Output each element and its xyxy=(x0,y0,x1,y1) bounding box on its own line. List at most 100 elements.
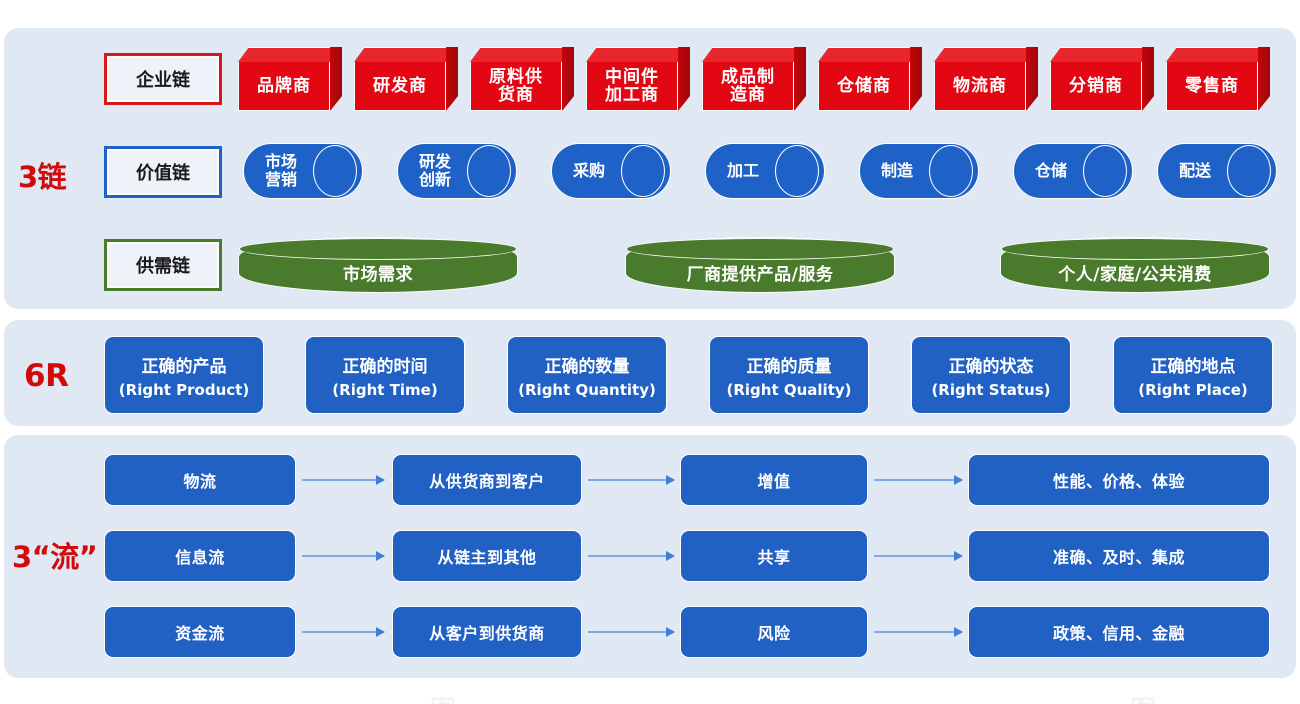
box-side-face xyxy=(1026,47,1038,111)
enterprise-node-6[interactable]: 物流商 xyxy=(934,47,1038,111)
cylinder-cap xyxy=(1083,145,1127,197)
r-card-3[interactable]: 正确的质量 (Right Quality) xyxy=(709,336,869,414)
box-front-face: 零售商 xyxy=(1166,62,1258,111)
r-card-4[interactable]: 正确的状态 (Right Status) xyxy=(911,336,1071,414)
flow-1-stage-1[interactable]: 从链主到其他 xyxy=(392,530,582,582)
r-card-cn: 正确的数量 xyxy=(544,356,630,377)
flow-2-stage-2[interactable]: 风险 xyxy=(680,606,868,658)
enterprise-node-4[interactable]: 成品制 造商 xyxy=(702,47,806,111)
value-node-6[interactable]: 配送 xyxy=(1157,143,1277,199)
flow-0-stage-2[interactable]: 增值 xyxy=(680,454,868,506)
box-front-face: 物流商 xyxy=(934,62,1026,111)
r-card-2[interactable]: 正确的数量 (Right Quantity) xyxy=(507,336,667,414)
node-label: 研发商 xyxy=(373,75,427,96)
value-node-1[interactable]: 研发 创新 xyxy=(397,143,517,199)
box-front-face: 研发商 xyxy=(354,62,446,111)
flow-0-arrow-1 xyxy=(588,475,675,485)
box-front-face: 原料供 货商 xyxy=(470,62,562,111)
disk-top-ellipse xyxy=(626,238,894,260)
group-label-6r: 6R xyxy=(24,358,69,394)
enterprise-node-3[interactable]: 中间件 加工商 xyxy=(586,47,690,111)
flow-2-stage-3[interactable]: 政策、信用、金融 xyxy=(968,606,1270,658)
cylinder-cap xyxy=(621,145,665,197)
chain-name-supply-demand[interactable]: 供需链 xyxy=(104,239,222,291)
box-side-face xyxy=(794,47,806,111)
box-side-face xyxy=(1142,47,1154,111)
node-label-2: 加工商 xyxy=(605,85,659,105)
r-card-0[interactable]: 正确的产品 (Right Product) xyxy=(104,336,264,414)
box-top-face xyxy=(1050,47,1154,62)
disk-top-ellipse xyxy=(239,238,517,260)
flow-0-arrow-0 xyxy=(302,475,385,485)
box-side-face xyxy=(910,47,922,111)
r-card-5[interactable]: 正确的地点 (Right Place) xyxy=(1113,336,1273,414)
flow-1-arrow-0 xyxy=(302,551,385,561)
enterprise-node-2[interactable]: 原料供 货商 xyxy=(470,47,574,111)
flow-1-stage-3[interactable]: 准确、及时、集成 xyxy=(968,530,1270,582)
supply-node-0[interactable]: 市场需求 xyxy=(238,237,518,293)
box-front-face: 成品制 造商 xyxy=(702,62,794,111)
enterprise-node-8[interactable]: 零售商 xyxy=(1166,47,1270,111)
watermark: 图 xyxy=(1130,690,1156,704)
flow-2-stage-0[interactable]: 资金流 xyxy=(104,606,296,658)
cylinder-cap xyxy=(1227,145,1271,197)
node-label: 仓储 xyxy=(1034,161,1067,181)
node-label: 品牌商 xyxy=(257,75,311,96)
cylinder-cap xyxy=(775,145,819,197)
supply-node-2[interactable]: 个人/家庭/公共消费 xyxy=(1000,237,1270,293)
chain-name-value[interactable]: 价值链 xyxy=(104,146,222,198)
node-label-group: 配送 xyxy=(1163,143,1227,199)
node-label: 研发 xyxy=(418,152,451,172)
node-label: 市场 xyxy=(264,152,297,172)
node-label: 个人/家庭/公共消费 xyxy=(1058,264,1212,285)
node-label: 物流商 xyxy=(953,75,1007,96)
value-node-4[interactable]: 制造 xyxy=(859,143,979,199)
r-card-en: (Right Time) xyxy=(332,380,438,399)
flow-0-stage-3[interactable]: 性能、价格、体验 xyxy=(968,454,1270,506)
box-top-face xyxy=(470,47,574,62)
box-front-face: 仓储商 xyxy=(818,62,910,111)
flow-1-arrow-1 xyxy=(588,551,675,561)
supply-node-1[interactable]: 厂商提供产品/服务 xyxy=(625,237,895,293)
value-node-5[interactable]: 仓储 xyxy=(1013,143,1133,199)
node-label: 中间件 xyxy=(605,66,659,87)
enterprise-node-7[interactable]: 分销商 xyxy=(1050,47,1154,111)
box-front-face: 分销商 xyxy=(1050,62,1142,111)
flow-0-stage-1[interactable]: 从供货商到客户 xyxy=(392,454,582,506)
node-label-2: 创新 xyxy=(418,170,451,189)
value-node-0[interactable]: 市场 营销 xyxy=(243,143,363,199)
cylinder-cap xyxy=(313,145,357,197)
flow-2-stage-1[interactable]: 从客户到供货商 xyxy=(392,606,582,658)
enterprise-node-1[interactable]: 研发商 xyxy=(354,47,458,111)
box-top-face xyxy=(238,47,342,62)
box-top-face xyxy=(586,47,690,62)
chain-name-enterprise[interactable]: 企业链 xyxy=(104,53,222,105)
node-label-group: 研发 创新 xyxy=(403,143,467,199)
node-label-2: 货商 xyxy=(498,85,534,105)
box-side-face xyxy=(678,47,690,111)
node-label-group: 市场 营销 xyxy=(249,143,313,199)
value-node-3[interactable]: 加工 xyxy=(705,143,825,199)
flow-1-stage-0[interactable]: 信息流 xyxy=(104,530,296,582)
r-card-cn: 正确的状态 xyxy=(948,356,1034,377)
node-label-group: 采购 xyxy=(557,143,621,199)
flow-1-stage-2[interactable]: 共享 xyxy=(680,530,868,582)
node-label: 制造 xyxy=(880,161,913,181)
node-label-group: 加工 xyxy=(711,143,775,199)
r-card-cn: 正确的产品 xyxy=(141,356,227,377)
flow-0-stage-0[interactable]: 物流 xyxy=(104,454,296,506)
node-label: 厂商提供产品/服务 xyxy=(686,264,834,285)
node-label: 分销商 xyxy=(1069,75,1123,96)
box-side-face xyxy=(1258,47,1270,111)
r-card-en: (Right Place) xyxy=(1138,380,1248,399)
flow-2-arrow-1 xyxy=(588,627,675,637)
enterprise-node-5[interactable]: 仓储商 xyxy=(818,47,922,111)
flow-2-arrow-2 xyxy=(874,627,963,637)
r-card-en: (Right Quantity) xyxy=(518,380,656,399)
node-label-2: 造商 xyxy=(730,85,766,105)
r-card-1[interactable]: 正确的时间 (Right Time) xyxy=(305,336,465,414)
enterprise-node-0[interactable]: 品牌商 xyxy=(238,47,342,111)
value-node-2[interactable]: 采购 xyxy=(551,143,671,199)
node-label: 配送 xyxy=(1178,161,1211,181)
